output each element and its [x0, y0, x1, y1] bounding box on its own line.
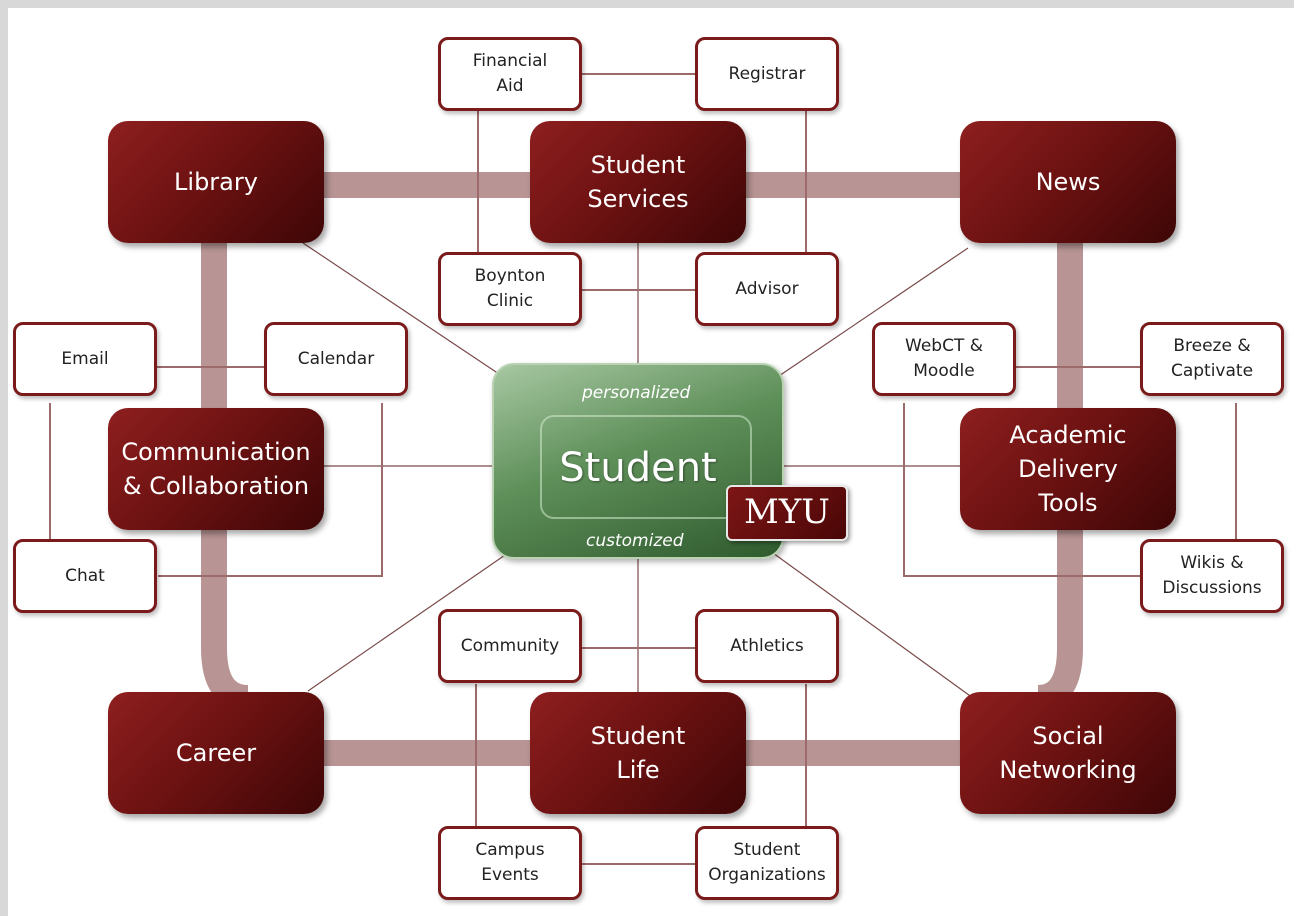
center-inner-frame — [540, 415, 752, 519]
calendar-node[interactable]: Calendar — [264, 322, 408, 396]
myu-logo: MYU — [726, 485, 848, 541]
line-career — [307, 552, 509, 692]
boynton-clinic-node[interactable]: Boynton Clinic — [438, 252, 582, 326]
breeze-captivate-node[interactable]: Breeze & Captivate — [1140, 322, 1284, 396]
academic-delivery-tools-node[interactable]: Academic Delivery Tools — [960, 408, 1176, 530]
diagram-canvas: Library Student Services News Communicat… — [8, 8, 1294, 916]
student-life-node[interactable]: Student Life — [530, 692, 746, 814]
connector-lines — [49, 73, 1237, 865]
news-node[interactable]: News — [960, 121, 1176, 243]
library-node[interactable]: Library — [108, 121, 324, 243]
wikis-discussions-node[interactable]: Wikis & Discussions — [1140, 539, 1284, 613]
social-networking-node[interactable]: Social Networking — [960, 692, 1176, 814]
registrar-node[interactable]: Registrar — [695, 37, 839, 111]
tagline-customized: customized — [586, 531, 684, 551]
email-node[interactable]: Email — [13, 322, 157, 396]
athletics-node[interactable]: Athletics — [695, 609, 839, 683]
line-social — [772, 552, 974, 699]
community-node[interactable]: Community — [438, 609, 582, 683]
financial-aid-node[interactable]: Financial Aid — [438, 37, 582, 111]
line-library — [302, 242, 509, 381]
center-title: Student — [559, 445, 717, 491]
tagline-personalized: personalized — [582, 383, 691, 403]
campus-events-node[interactable]: Campus Events — [438, 826, 582, 900]
communication-collaboration-node[interactable]: Communication & Collaboration — [108, 408, 324, 530]
student-organizations-node[interactable]: Student Organizations — [695, 826, 839, 900]
line-news — [772, 247, 969, 381]
chat-node[interactable]: Chat — [13, 539, 157, 613]
advisor-node[interactable]: Advisor — [695, 252, 839, 326]
student-services-node[interactable]: Student Services — [530, 121, 746, 243]
webct-moodle-node[interactable]: WebCT & Moodle — [872, 322, 1016, 396]
career-node[interactable]: Career — [108, 692, 324, 814]
